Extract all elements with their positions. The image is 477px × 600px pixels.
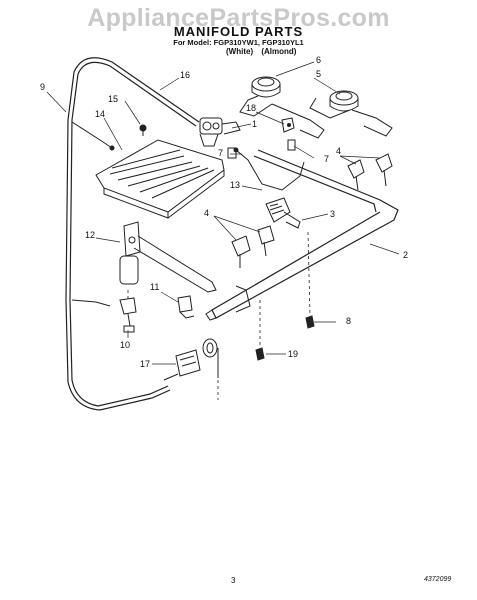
part-1-valve xyxy=(200,118,240,146)
callout-7-right: 7 xyxy=(324,154,330,164)
callout-16: 16 xyxy=(180,70,191,80)
part-18-clip xyxy=(282,118,294,132)
callout-9: 9 xyxy=(40,82,46,92)
part-10-fitting xyxy=(120,298,136,332)
callout-4-left: 4 xyxy=(204,208,210,218)
part-2-manifold-pipe xyxy=(206,150,398,320)
part-11-bracket xyxy=(178,296,194,318)
callout-12: 12 xyxy=(85,230,96,240)
callout-5: 5 xyxy=(316,69,322,79)
part-6-burner xyxy=(240,77,324,138)
watermark: AppliancePartsPros.com xyxy=(87,4,390,32)
part-4-orifice-spuds-right xyxy=(348,154,392,190)
alignment-lines xyxy=(128,232,310,400)
callout-15: 15 xyxy=(108,94,119,104)
color-variants: (White) (Almond) xyxy=(226,47,297,56)
callout-1: 1 xyxy=(252,119,258,129)
model-numbers: For Model: FGP310YW1, FGP310YL1 xyxy=(173,38,304,47)
part-15-screw xyxy=(140,125,146,136)
part-9-pilot-tube xyxy=(72,122,114,306)
callout-2: 2 xyxy=(403,250,409,260)
callout-11: 11 xyxy=(150,282,160,292)
part-12-regulator xyxy=(120,222,216,292)
callout-6: 6 xyxy=(316,55,322,65)
callout-4-right: 4 xyxy=(336,146,342,156)
page-title: MANIFOLD PARTS xyxy=(173,24,304,39)
callout-10: 10 xyxy=(120,340,131,350)
callout-13: 13 xyxy=(230,180,241,190)
callout-14: 14 xyxy=(95,109,106,119)
callout-leaders xyxy=(47,62,399,364)
callout-19: 19 xyxy=(288,349,299,359)
callout-7-left: 7 xyxy=(218,148,224,158)
part-8-screw xyxy=(306,316,314,328)
part-7-fittings xyxy=(228,140,295,158)
part-16-gas-tube xyxy=(66,58,199,410)
part-4-orifice-spuds-left xyxy=(232,226,274,268)
part-3-igniter xyxy=(266,198,300,228)
part-5-burner xyxy=(310,91,392,136)
callout-3: 3 xyxy=(330,209,336,219)
callout-8: 8 xyxy=(346,316,352,326)
callout-18: 18 xyxy=(246,103,257,113)
part-17-regulator-assembly xyxy=(164,339,218,380)
callout-17: 17 xyxy=(140,359,151,369)
part-14-heat-shield xyxy=(96,140,224,218)
document-number: 4372099 xyxy=(424,576,452,583)
part-19-screw xyxy=(256,348,264,360)
page-number: 3 xyxy=(231,576,236,585)
